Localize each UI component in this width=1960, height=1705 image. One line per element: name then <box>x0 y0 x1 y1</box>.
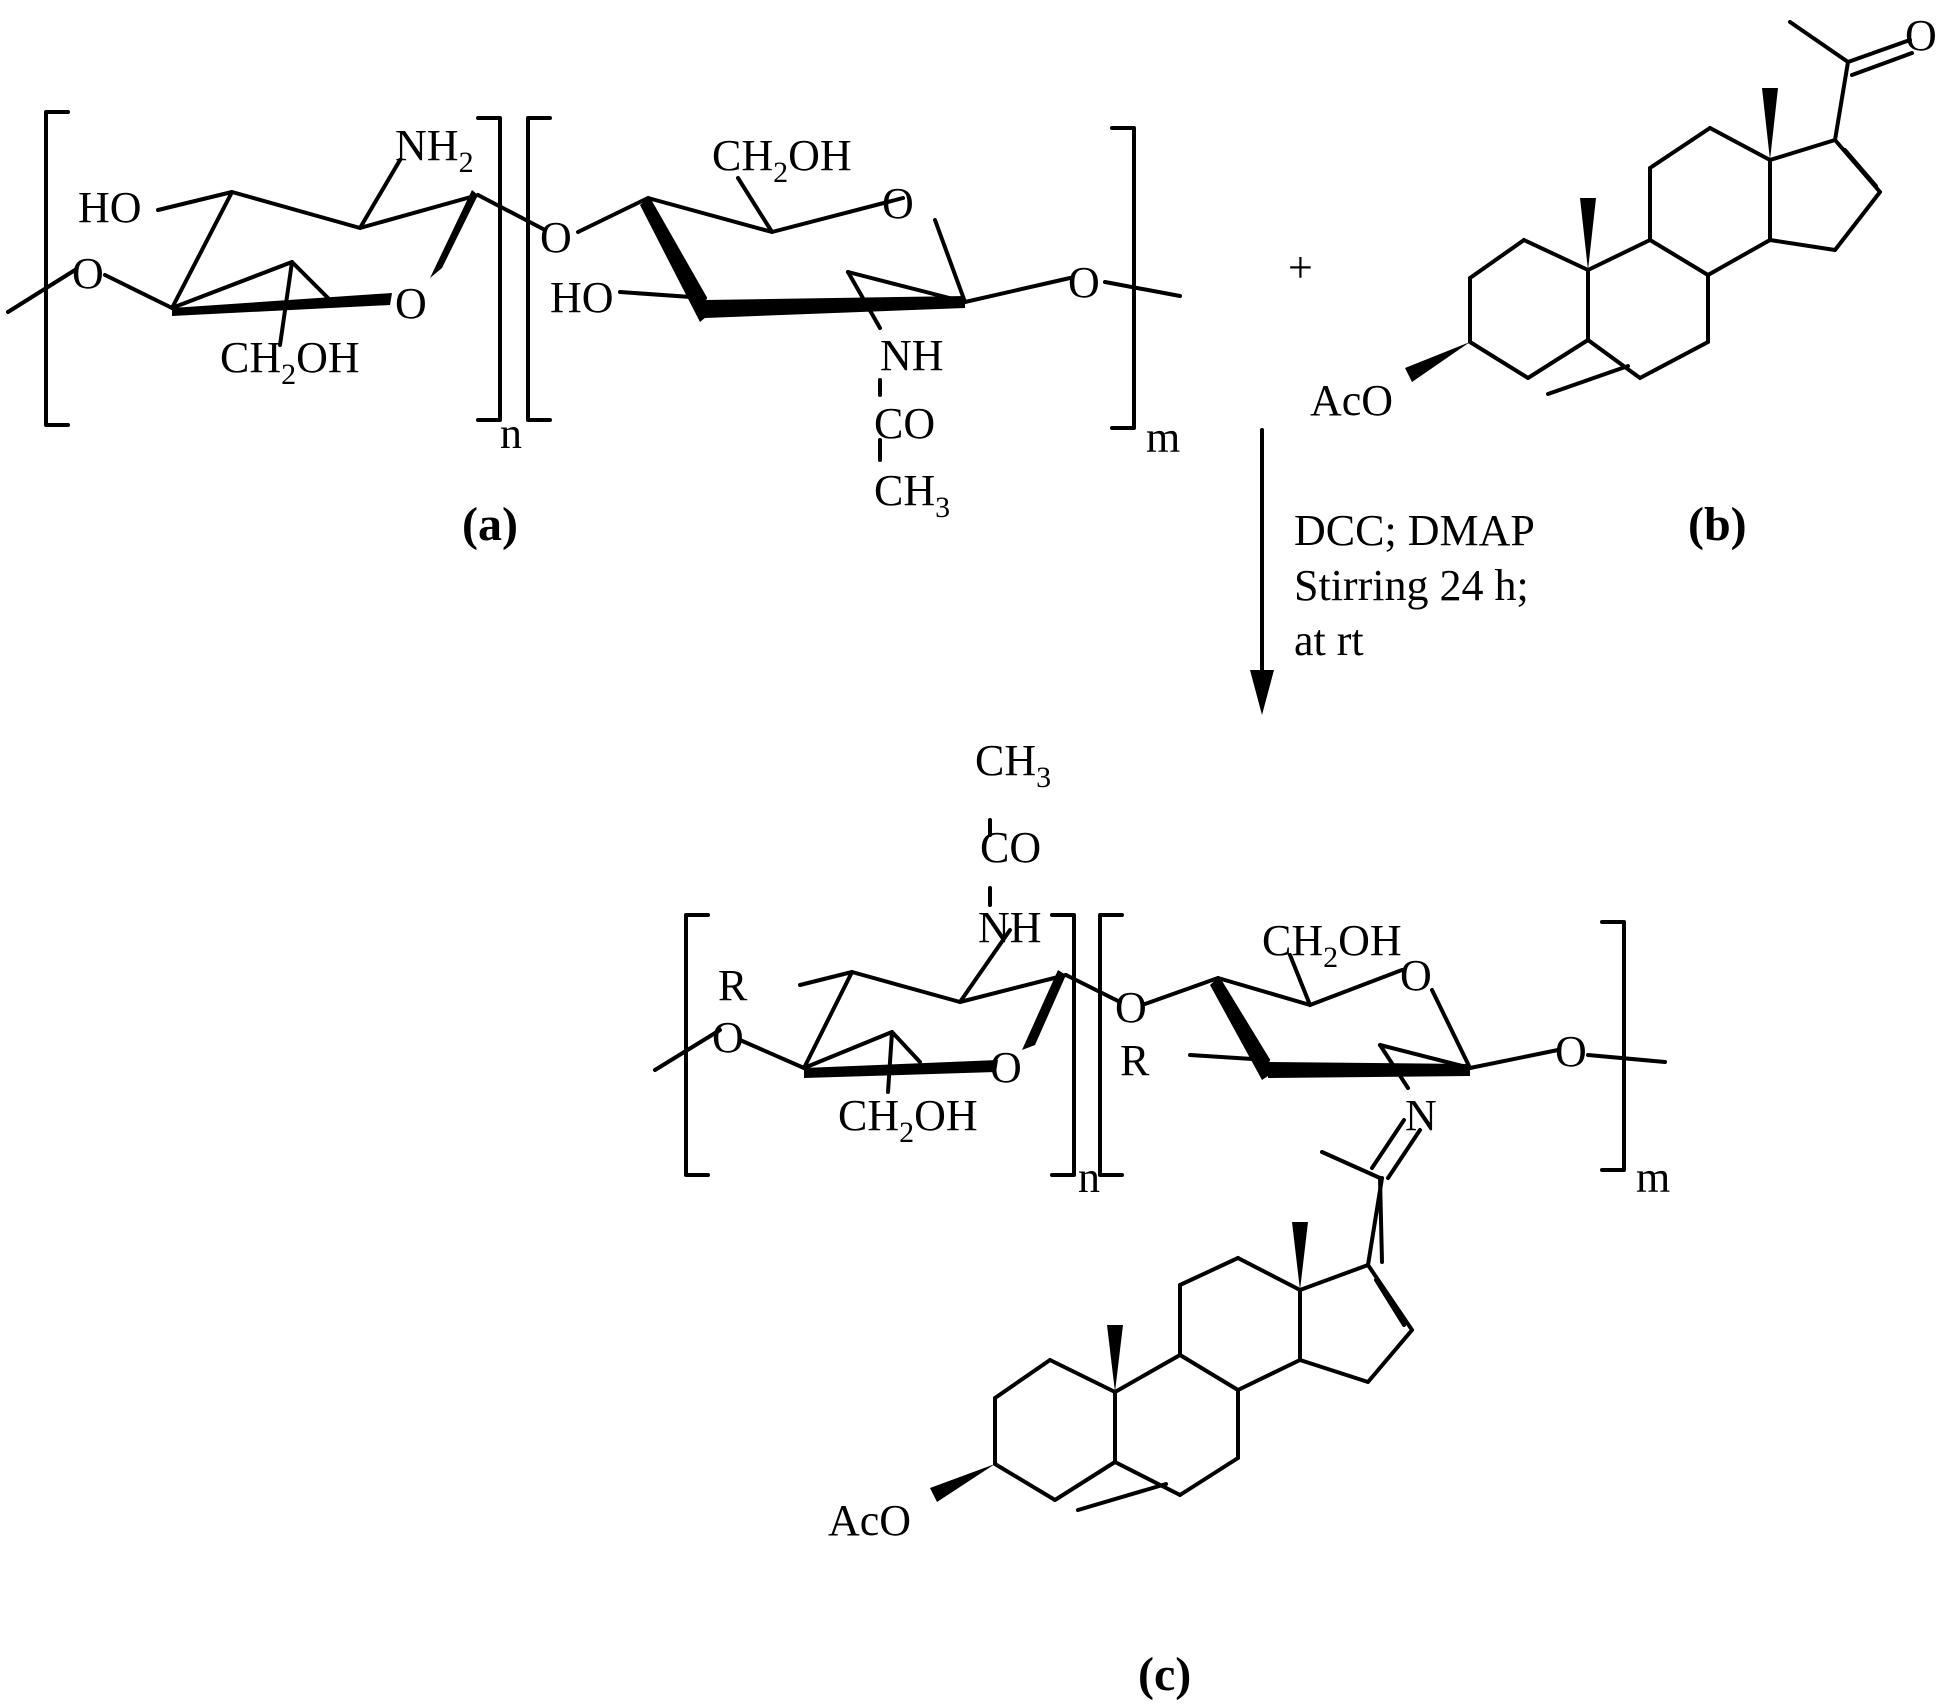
label-a-nh2: NH2 <box>395 121 474 179</box>
steroid-b-bonds <box>1468 20 1914 396</box>
label-c-start-o: O <box>712 1013 744 1062</box>
compound-a: NH2 HO O O CH2OH O CH2OH O HO NH CO CH3 … <box>6 110 1182 551</box>
caption-c: (c) <box>1138 1648 1191 1701</box>
plus-sign: + <box>1288 243 1313 292</box>
label-c-end-o: O <box>1555 1027 1587 1076</box>
ring-a1-bonds <box>6 158 480 347</box>
bracket-a-n-left <box>44 110 70 427</box>
bond-c2-mid <box>1378 1043 1472 1070</box>
wedge-c1-right <box>1022 970 1066 1050</box>
condition-line-2: Stirring 24 h; <box>1294 561 1529 610</box>
bracket-a-m-left <box>526 116 552 422</box>
label-c-ring-o: O <box>990 1043 1022 1092</box>
bracket-a-n-right <box>476 116 502 422</box>
wedge-b-aco <box>1405 342 1470 382</box>
bracket-a-m-right <box>1110 126 1136 430</box>
label-a-ho-top: HO <box>78 183 142 232</box>
bracket-c-m-right <box>1600 920 1626 1172</box>
wedge-c-methyl1 <box>1107 1325 1123 1392</box>
wedge-b-methyl1 <box>1580 198 1596 270</box>
label-c-ch2oh-left: CH2OH <box>838 1091 978 1149</box>
bracket-c-n-right <box>1050 913 1076 1177</box>
label-a-start-o: O <box>72 249 104 298</box>
wedge-c2-bottom <box>1268 1062 1470 1078</box>
label-c-link-o: O <box>1115 983 1147 1032</box>
label-c-nh: NH <box>978 903 1042 952</box>
wedge-c-methyl2 <box>1292 1222 1308 1290</box>
label-a-nh: NH <box>880 331 944 380</box>
label-c-r-left: R <box>718 961 748 1010</box>
label-a-ch2oh-right: CH2OH <box>712 131 852 189</box>
bond-a1-to-linkO <box>476 193 547 232</box>
label-b-ketone-o: O <box>1905 11 1937 60</box>
label-a-n: n <box>500 409 522 458</box>
wedge-a2-left <box>640 198 712 322</box>
wedge-c1-bottom <box>804 1060 998 1078</box>
condition-line-1: DCC; DMAP <box>1294 506 1535 555</box>
bracket-c-n-left <box>684 913 710 1177</box>
label-c-r-mid: R <box>1120 1036 1150 1085</box>
label-a-link-o: O <box>540 213 572 262</box>
caption-a: (a) <box>462 498 518 551</box>
label-a-ch3: CH3 <box>874 466 950 524</box>
condition-line-3: at rt <box>1294 616 1364 665</box>
wedge-b-methyl2 <box>1762 88 1778 160</box>
label-a-ho-mid: HO <box>550 273 614 322</box>
steroid-c-bonds <box>993 1176 1414 1512</box>
label-c-aco: AcO <box>828 1496 911 1545</box>
label-b-aco: AcO <box>1310 376 1393 425</box>
bond-a2-mid <box>846 270 967 304</box>
label-c-ch3: CH3 <box>975 736 1051 794</box>
caption-b: (b) <box>1688 498 1747 551</box>
label-c-m: m <box>1636 1153 1670 1202</box>
label-a-m: m <box>1146 413 1180 462</box>
label-c-ch2oh-right: CH2OH <box>1262 916 1402 974</box>
label-c-co: CO <box>980 823 1041 872</box>
compound-b: O AcO (b) <box>1310 11 1937 551</box>
bond-c1-to-linkO <box>1064 973 1122 1004</box>
label-a-ch2oh-left: CH2OH <box>220 333 360 391</box>
label-c-imine-n: N <box>1405 1091 1437 1140</box>
label-a-ring-o: O <box>395 279 427 328</box>
label-a-co: CO <box>874 399 935 448</box>
wedge-a1-right <box>430 190 478 278</box>
bracket-c-m-left <box>1098 913 1124 1177</box>
label-a-end-o: O <box>1068 258 1100 307</box>
label-c-ring2-o: O <box>1400 951 1432 1000</box>
wedge-c2-left <box>1210 978 1274 1080</box>
wedge-a1-bottom <box>172 293 392 316</box>
compound-c: CH3 CO NH R O O CH2OH O CH2OH O R N O Ac… <box>653 736 1670 1701</box>
label-a-ring2-o: O <box>882 179 914 228</box>
wedge-a2-bottom <box>705 296 965 318</box>
reaction-arrow <box>1250 428 1274 715</box>
ring-c1-bonds <box>653 818 1068 1094</box>
label-c-n: n <box>1078 1153 1100 1202</box>
wedge-c-aco <box>930 1464 995 1502</box>
